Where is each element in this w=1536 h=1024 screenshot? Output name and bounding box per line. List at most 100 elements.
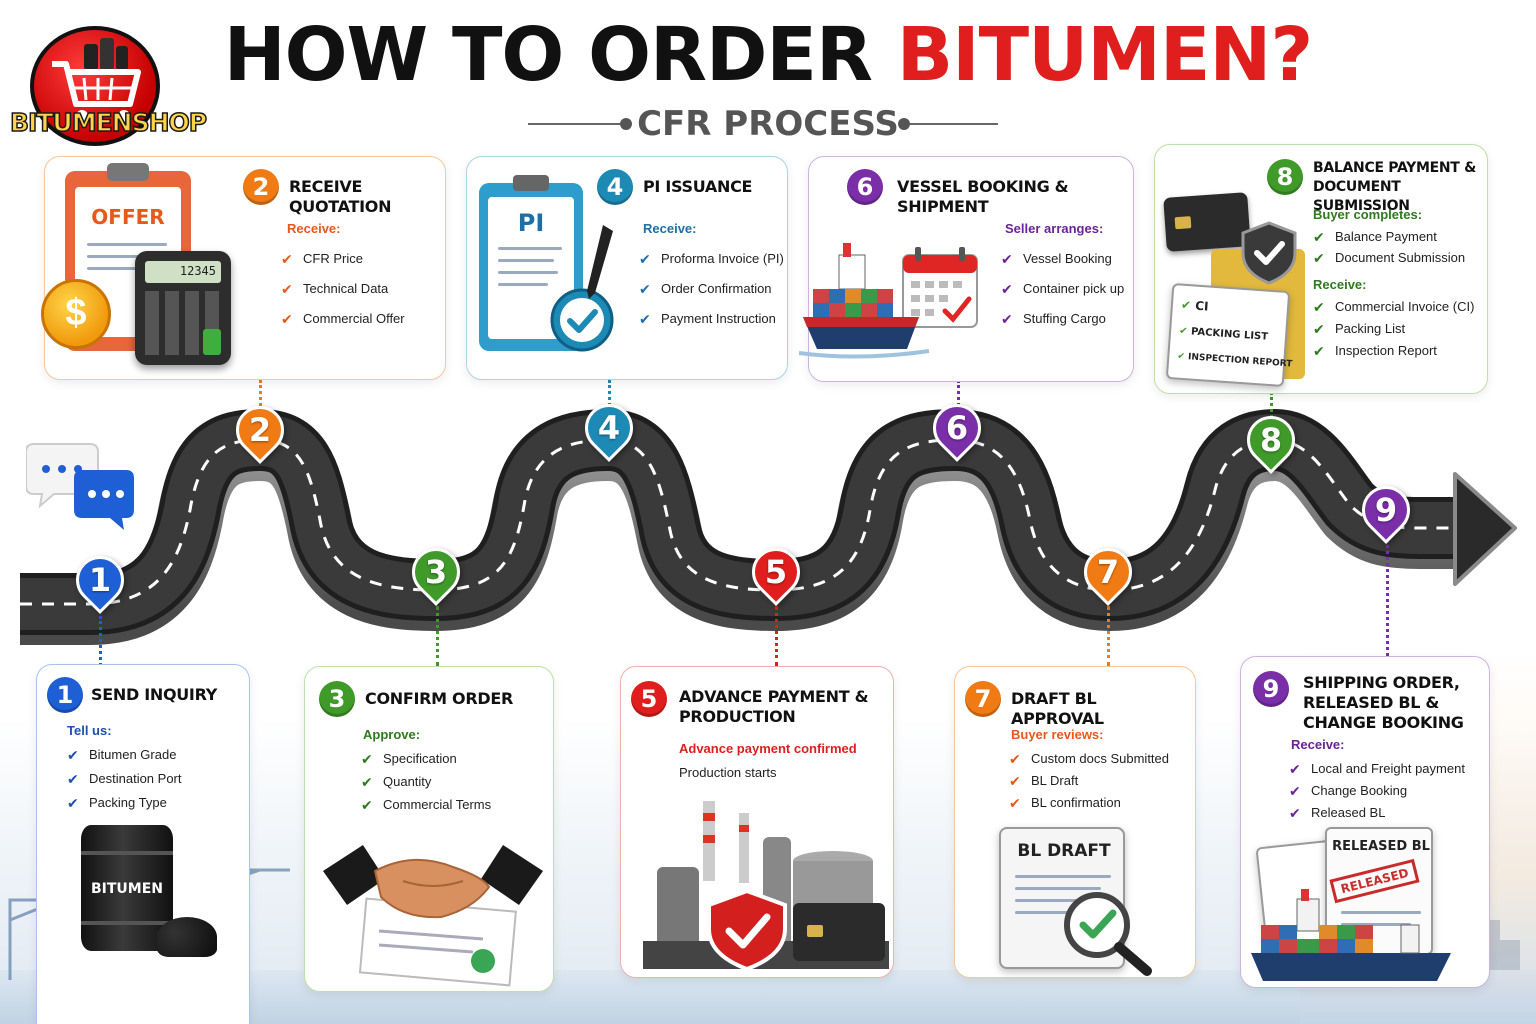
step-3-title: CONFIRM ORDER xyxy=(365,689,513,708)
check-icon: ✔ xyxy=(1289,805,1301,821)
list-item: ✔Commercial Invoice (CI) xyxy=(1313,299,1475,315)
coin-icon: $ xyxy=(41,279,111,349)
list-item: ✔Stuffing Cargo xyxy=(1001,311,1106,327)
list-item: ✔Local and Freight payment xyxy=(1289,761,1465,777)
list-item: ✔BL Draft xyxy=(1009,773,1079,789)
title-accent: BITUMEN? xyxy=(896,12,1314,98)
step-8-list-completes: ✔Balance Payment ✔Document Submission xyxy=(1313,227,1465,271)
list-item: ✔Technical Data xyxy=(281,281,389,297)
list-item: ✔Change Booking xyxy=(1289,783,1408,799)
step-6-list: ✔Vessel Booking ✔Container pick up ✔Stuf… xyxy=(1001,249,1124,332)
road-marker-5: 5 xyxy=(742,538,810,610)
step-4-list: ✔Proforma Invoice (PI) ✔Order Confirmati… xyxy=(639,249,784,332)
step-3-label: Approve: xyxy=(363,727,421,742)
check-icon: ✔ xyxy=(1180,297,1192,313)
step-6-title: VESSEL BOOKING & SHIPMENT xyxy=(897,177,1069,216)
check-icon: ✔ xyxy=(1177,351,1186,363)
chat-bubbles-icon xyxy=(26,443,134,530)
shield-check-icon xyxy=(1241,221,1297,285)
step-5-badge: 5 xyxy=(631,681,667,717)
step-5-note: Production starts xyxy=(679,765,777,780)
step-9-title: SHIPPING ORDER, RELEASED BL & CHANGE BOO… xyxy=(1303,673,1464,732)
connector-step-9 xyxy=(1386,540,1389,656)
page-title: HOW TO ORDER BITUMEN? xyxy=(0,18,1536,92)
step-2-badge: 2 xyxy=(243,169,279,205)
step-5-highlight: Advance payment confirmed xyxy=(679,741,857,756)
calculator-icon: 12345 xyxy=(135,251,231,365)
step-7-list: ✔Custom docs Submitted ✔BL Draft ✔BL con… xyxy=(1009,749,1169,816)
bitumen-pile xyxy=(157,917,217,957)
step-7-card: 7 DRAFT BL APPROVAL Buyer reviews: ✔Cust… xyxy=(954,666,1196,978)
list-item: ✔Specification xyxy=(361,751,457,767)
step-4-label: Receive: xyxy=(643,221,697,236)
check-icon: ✔ xyxy=(1009,795,1021,811)
check-icon: ✔ xyxy=(67,747,79,763)
road-marker-1: 1 xyxy=(66,546,134,618)
list-item: ✔CFR Price xyxy=(281,251,363,267)
title-main: HOW TO ORDER xyxy=(223,12,873,98)
step-1-label: Tell us: xyxy=(67,723,112,738)
list-item: ✔Proforma Invoice (PI) xyxy=(639,251,784,267)
check-icon: ✔ xyxy=(1289,783,1301,799)
list-item: ✔Document Submission xyxy=(1313,250,1466,266)
road-marker-6: 6 xyxy=(923,394,991,466)
check-icon: ✔ xyxy=(1001,311,1013,327)
step-2-card: 2 RECEIVE QUOTATION Receive: ✔CFR Price … xyxy=(41,156,446,380)
check-icon: ✔ xyxy=(1313,250,1325,266)
check-icon: ✔ xyxy=(1001,281,1013,297)
step-9-badge: 9 xyxy=(1253,671,1289,707)
step-1-badge: 1 xyxy=(47,677,83,713)
step-2-list: ✔CFR Price ✔Technical Data ✔Commercial O… xyxy=(281,249,405,332)
check-icon: ✔ xyxy=(67,771,79,787)
refinery-shield-card-icon xyxy=(643,801,889,972)
step-5-card: 5 ADVANCE PAYMENT & PRODUCTION Advance p… xyxy=(620,666,894,978)
list-item: ✔Destination Port xyxy=(67,771,182,787)
list-item: ✔Packing Type xyxy=(67,795,167,811)
step-3-card: 3 CONFIRM ORDER Approve: ✔Specification … xyxy=(304,666,554,992)
pen-icon xyxy=(587,225,613,299)
check-circle-icon xyxy=(550,288,614,352)
documents-icon: ✔ CI ✔ PACKING LIST ✔ INSPECTION REPORT xyxy=(1165,283,1293,387)
step-8-label-receive: Receive: xyxy=(1313,277,1367,292)
check-icon: ✔ xyxy=(1001,251,1013,267)
subtitle-divider-right xyxy=(910,123,998,125)
road-marker-4: 4 xyxy=(575,394,643,466)
connector-step-2 xyxy=(259,380,262,418)
step-1-list: ✔Bitumen Grade ✔Destination Port ✔Packin… xyxy=(67,745,182,816)
step-9-card: 9 SHIPPING ORDER, RELEASED BL & CHANGE B… xyxy=(1240,656,1490,988)
step-8-title: BALANCE PAYMENT & DOCUMENT SUBMISSION xyxy=(1313,160,1477,214)
list-item: ✔Container pick up xyxy=(1001,281,1125,297)
road-marker-8: 8 xyxy=(1237,406,1305,478)
step-7-title: DRAFT BL APPROVAL xyxy=(1011,689,1104,728)
check-icon: ✔ xyxy=(281,311,293,327)
check-icon: ✔ xyxy=(361,797,373,813)
check-icon: ✔ xyxy=(361,774,373,790)
container-ship-icon xyxy=(1251,889,1451,981)
road-marker-7: 7 xyxy=(1074,538,1142,610)
cart-with-barrels-icon xyxy=(52,38,141,122)
check-icon: ✔ xyxy=(639,281,651,297)
step-1-card: 1 SEND INQUIRY Tell us: ✔Bitumen Grade ✔… xyxy=(36,664,250,1024)
step-3-list: ✔Specification ✔Quantity ✔Commercial Ter… xyxy=(361,749,491,818)
list-item: ✔Order Confirmation xyxy=(639,281,772,297)
handshake-icon xyxy=(323,845,543,987)
check-icon: ✔ xyxy=(1313,299,1325,315)
check-icon: ✔ xyxy=(281,281,293,297)
road-arrow-head xyxy=(1453,472,1517,586)
check-icon: ✔ xyxy=(1009,751,1021,767)
step-3-badge: 3 xyxy=(319,681,355,717)
check-icon: ✔ xyxy=(1289,761,1301,777)
step-6-badge: 6 xyxy=(847,169,883,205)
check-icon: ✔ xyxy=(1178,325,1188,338)
list-item: ✔Bitumen Grade xyxy=(67,747,177,763)
step-8-badge: 8 xyxy=(1267,159,1303,195)
step-9-list: ✔Local and Freight payment ✔Change Booki… xyxy=(1289,759,1465,826)
check-icon: ✔ xyxy=(639,311,651,327)
check-icon: ✔ xyxy=(1313,343,1325,359)
step-1-title: SEND INQUIRY xyxy=(91,685,218,704)
step-6-label: Seller arranges: xyxy=(1005,221,1104,236)
connector-step-7 xyxy=(1107,606,1110,666)
step-7-label: Buyer reviews: xyxy=(1011,727,1104,742)
